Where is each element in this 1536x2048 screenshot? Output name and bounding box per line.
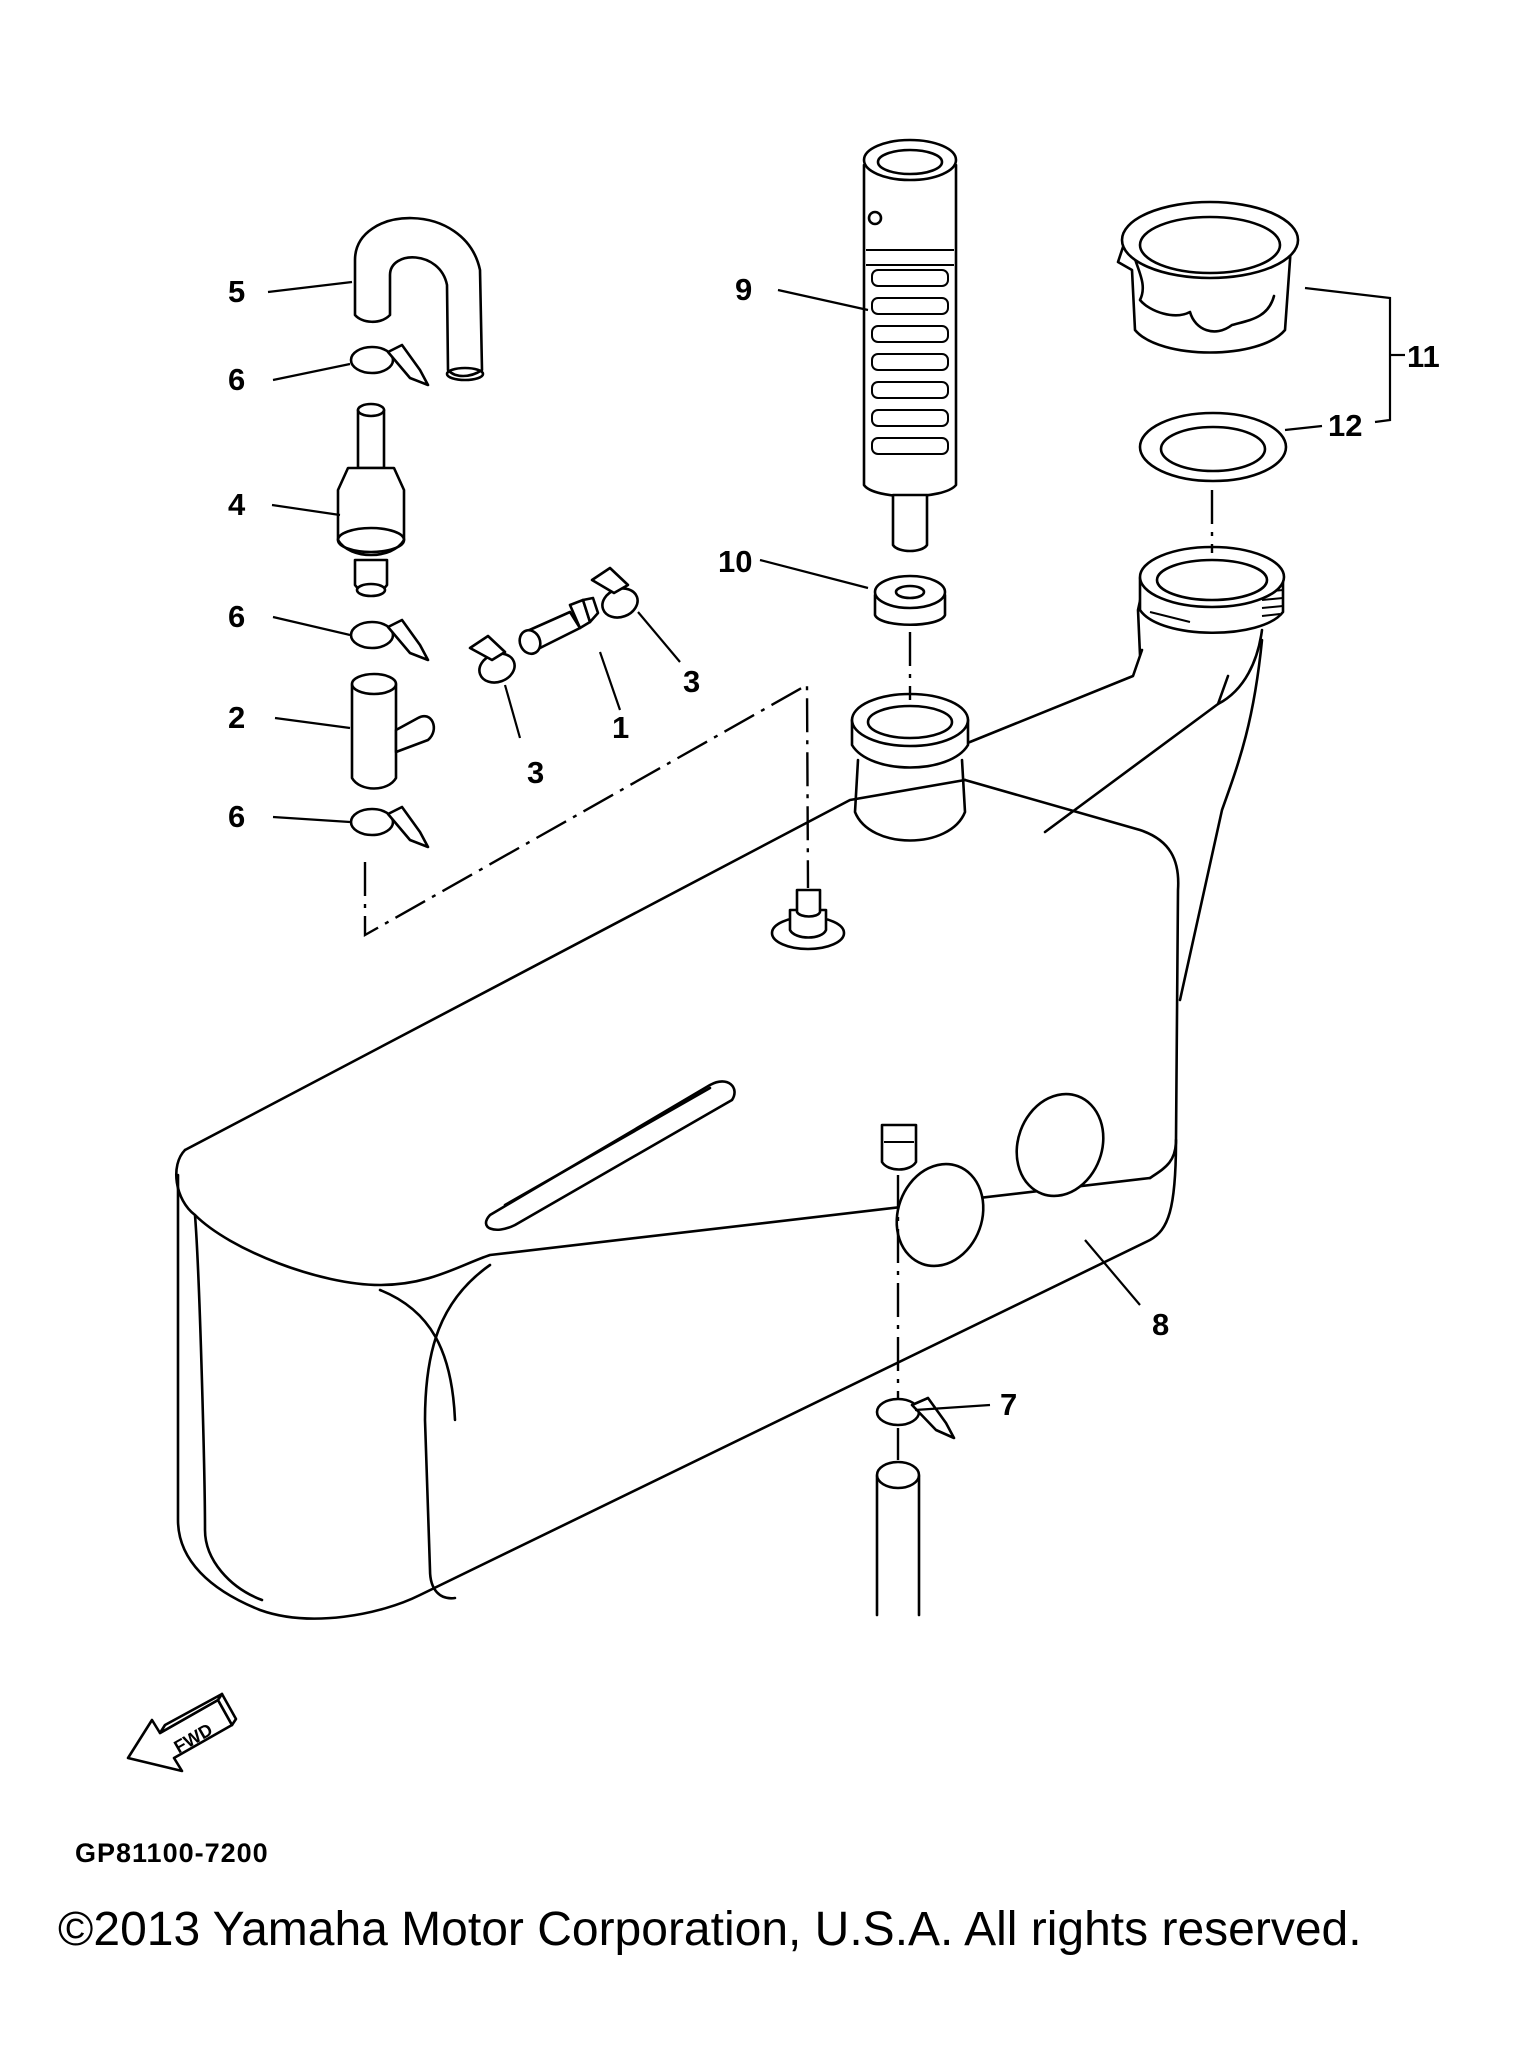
callout-5: 5 bbox=[228, 274, 245, 309]
copyright-notice: ©2013 Yamaha Motor Corporation, U.S.A. A… bbox=[58, 1903, 1362, 1956]
fuel-hose-outlet bbox=[875, 1460, 921, 1617]
filter-strainer bbox=[862, 138, 958, 553]
fuel-tank bbox=[174, 545, 1286, 1620]
grommet bbox=[873, 574, 947, 627]
callout-12: 12 bbox=[1328, 408, 1362, 443]
hose-clip-lower bbox=[349, 805, 430, 849]
callout-4: 4 bbox=[228, 487, 246, 522]
hose-clip-upper bbox=[349, 343, 430, 387]
assembly-lines bbox=[363, 490, 1214, 1460]
fwd-arrow-icon: FWD bbox=[126, 1692, 238, 1773]
hose-clip-joint-right bbox=[590, 566, 639, 619]
hose-clip-joint-left bbox=[468, 634, 516, 684]
callout-6-lower: 6 bbox=[228, 799, 245, 834]
inline-fuel-filter bbox=[336, 402, 406, 598]
leader-lines bbox=[267, 280, 1405, 1412]
callout-6-upper: 6 bbox=[228, 362, 245, 397]
callout-3-left: 3 bbox=[527, 755, 544, 790]
figure-code: GP81100-7200 bbox=[75, 1838, 269, 1868]
callout-7: 7 bbox=[1000, 1387, 1017, 1422]
fuel-nipple bbox=[518, 596, 600, 656]
pickup-port bbox=[850, 692, 970, 769]
hose-clip-middle bbox=[349, 618, 430, 662]
callouts: 1 2 3 3 4 5 6 6 6 7 8 9 10 11 12 bbox=[228, 272, 1440, 1422]
callout-10: 10 bbox=[718, 544, 752, 579]
hose-clip-bottom bbox=[875, 1396, 956, 1440]
three-way-joint bbox=[350, 672, 436, 790]
filler-cap bbox=[1116, 200, 1300, 354]
callout-6-middle: 6 bbox=[228, 599, 245, 634]
cap-gasket bbox=[1138, 411, 1288, 483]
callout-11: 11 bbox=[1407, 339, 1440, 374]
callout-2: 2 bbox=[228, 700, 245, 735]
breather-hose bbox=[353, 216, 485, 382]
callout-1: 1 bbox=[612, 710, 629, 745]
callout-9: 9 bbox=[735, 272, 752, 307]
callout-8: 8 bbox=[1152, 1307, 1169, 1342]
callout-3-right: 3 bbox=[683, 664, 700, 699]
